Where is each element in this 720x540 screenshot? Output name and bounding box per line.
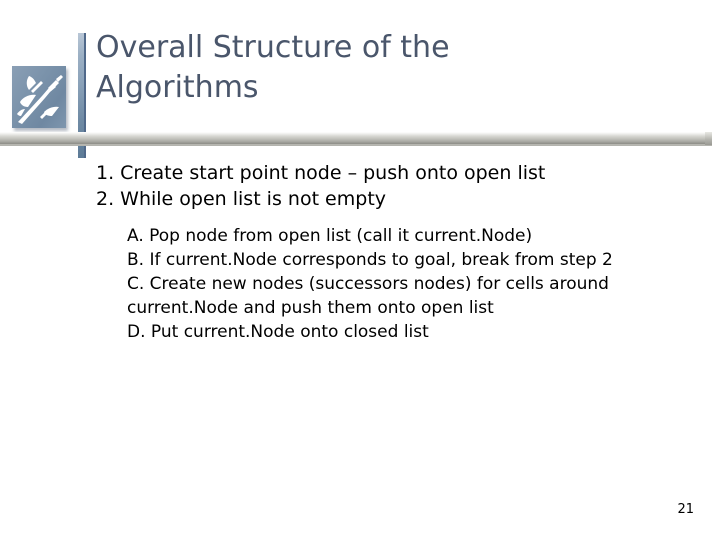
- page-title: Overall Structure of the Algorithms: [96, 28, 696, 108]
- outline-subitem-b: B. If current.Node corresponds to goal, …: [127, 250, 613, 270]
- header-divider-rule: [0, 132, 712, 146]
- page-title-line-1: Overall Structure of the: [96, 30, 450, 65]
- outline-item-2: 2. While open list is not empty: [96, 188, 387, 210]
- vertical-accent-bar: [78, 33, 86, 158]
- page-title-line-2: Algorithms: [96, 70, 259, 105]
- outline-subitem-c: C. Create new nodes (successors nodes) f…: [127, 274, 609, 318]
- outline-subitem-d: D. Put current.Node onto closed list: [127, 322, 429, 342]
- outline-sublist: A. Pop node from open list (call it curr…: [0, 224, 720, 344]
- outline-item-1: 1. Create start point node – push onto o…: [96, 162, 546, 184]
- vertical-accent-bar-edge: [84, 33, 86, 158]
- outline-subitem-a: A. Pop node from open list (call it curr…: [127, 226, 533, 246]
- darts-arrows-logo-icon: [12, 66, 66, 128]
- header-divider-rule-cap: [705, 132, 712, 145]
- slide-body: 1. Create start point node – push onto o…: [0, 160, 720, 344]
- page-number: 21: [677, 502, 694, 517]
